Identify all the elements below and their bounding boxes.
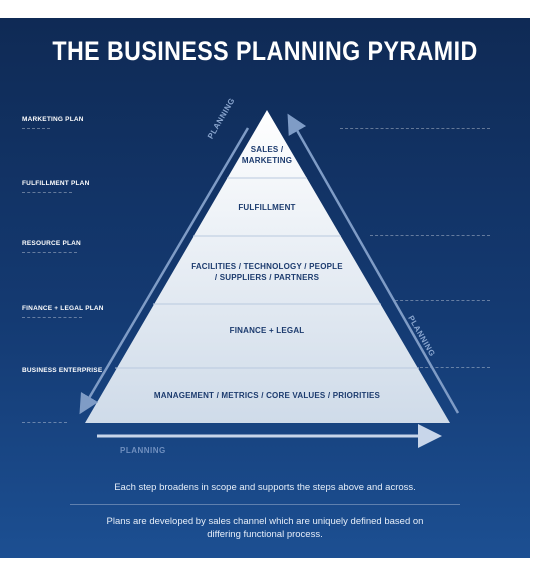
layer-facilities-technology: FACILITIES / TECHNOLOGY / PEOPLE / SUPPL… bbox=[191, 262, 343, 282]
right-guide-line bbox=[420, 367, 490, 368]
right-guide-line bbox=[395, 300, 490, 301]
tier-label-business-enterprise: BUSINESS ENTERPRISE bbox=[22, 367, 103, 374]
tier-divider bbox=[22, 128, 50, 129]
left-planning-arrow bbox=[79, 127, 250, 415]
tier-divider bbox=[22, 317, 82, 318]
footer-separator bbox=[70, 504, 460, 505]
tier-label-finance-legal-plan: FINANCE + LEGAL PLAN bbox=[22, 305, 104, 312]
diagram-panel: THE BUSINESS PLANNING PYRAMID MARKETING … bbox=[0, 18, 530, 558]
tier-divider bbox=[22, 192, 72, 193]
pyramid-graphic bbox=[79, 110, 460, 448]
layer-finance-legal: FINANCE + LEGAL bbox=[229, 326, 305, 335]
layer-sales-marketing: SALES / MARKETING bbox=[241, 145, 293, 165]
right-planning-arrow bbox=[287, 113, 460, 414]
tier-label-resource-plan: RESOURCE PLAN bbox=[22, 240, 81, 247]
pyramid-shape bbox=[85, 110, 450, 423]
tier-divider bbox=[22, 252, 77, 253]
tier-divider bbox=[22, 422, 67, 423]
right-guide-line bbox=[340, 128, 490, 129]
footer-line-2: Plans are developed by sales channel whi… bbox=[106, 516, 424, 540]
footer-line-1: Each step broadens in scope and supports… bbox=[114, 482, 416, 493]
layer-management: MANAGEMENT / METRICS / CORE VALUES / PRI… bbox=[153, 391, 381, 400]
tier-label-marketing-plan: MARKETING PLAN bbox=[22, 116, 84, 123]
diagram-title: THE BUSINESS PLANNING PYRAMID bbox=[52, 36, 478, 66]
right-guide-line bbox=[370, 235, 490, 236]
tier-label-fulfillment-plan: FULFILLMENT PLAN bbox=[22, 180, 90, 187]
layer-fulfillment: FULFILLMENT bbox=[238, 203, 296, 212]
bottom-arrow-label: PLANNING bbox=[120, 446, 166, 455]
